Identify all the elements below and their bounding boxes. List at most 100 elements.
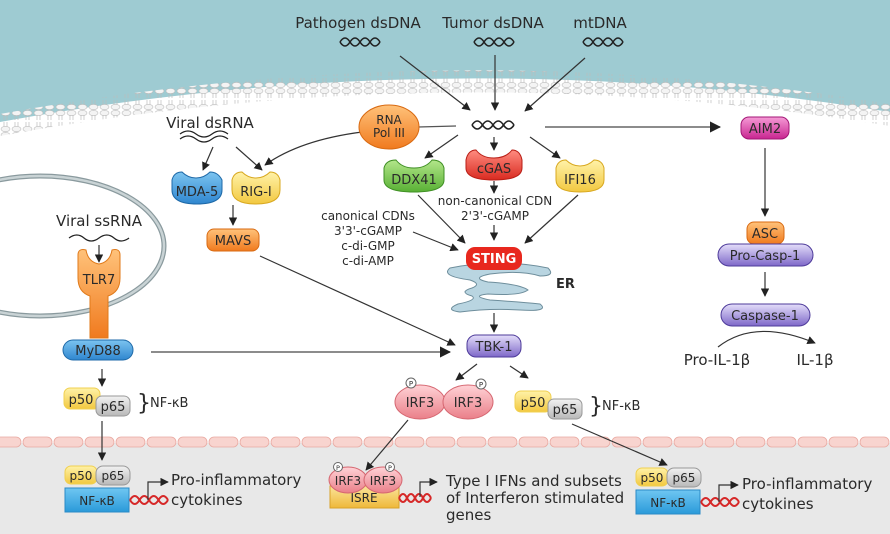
helix-strand — [471, 120, 515, 130]
p50-label: p50 — [70, 469, 93, 483]
p65 — [95, 465, 131, 486]
arrow — [509, 365, 529, 379]
isre-label: ISRE — [350, 491, 377, 505]
nuclear-pore-segment — [704, 436, 735, 448]
aim2-label: AIM2 — [749, 122, 781, 137]
ddx41-label: DDX41 — [391, 173, 436, 188]
nfkb-label: NF-κB — [150, 396, 188, 411]
phosphate-label: P — [409, 380, 413, 388]
arrow — [365, 419, 409, 471]
arrow — [417, 194, 466, 244]
ifn-output-label: Type I IFNs and subsets — [445, 472, 622, 490]
rna-wave-icon — [179, 135, 229, 143]
nuclear-pore-segment — [673, 436, 704, 448]
ifn-output-label: genes — [446, 506, 491, 524]
nuclear-pore-segment — [177, 436, 208, 448]
irf3-label: IRF3 — [454, 396, 483, 411]
nfkb-brace: } — [589, 394, 603, 419]
nuclear-membrane — [0, 436, 890, 448]
rna-wave-icon — [68, 234, 130, 242]
endosome — [0, 173, 167, 319]
nuclear-pore-segment — [828, 436, 859, 448]
phosphate-icon — [385, 462, 395, 472]
cgas — [465, 149, 523, 181]
irf3-label: IRF3 — [370, 474, 396, 488]
nuclear-pore-segment — [859, 436, 890, 448]
nuclear-pore-segment — [518, 436, 549, 448]
phosphate-label: P — [388, 464, 392, 472]
arrow — [202, 146, 214, 171]
asc-label: ASC — [752, 227, 778, 242]
endoplasmic-reticulum — [447, 262, 552, 313]
nuclear-pore-segment — [642, 436, 673, 448]
nfkb-brace: } — [137, 391, 151, 416]
nuclear-pore-segment — [363, 436, 394, 448]
nuclear-pore-segment — [766, 436, 797, 448]
il1b-label: IL-1β — [796, 351, 833, 369]
nuclear-pore-segment — [146, 436, 177, 448]
nuclear-pore-segment — [84, 436, 115, 448]
arrow — [524, 57, 586, 112]
p65-label: p65 — [101, 400, 126, 415]
ifi16 — [555, 159, 605, 193]
nfkb-box — [64, 487, 130, 513]
irf3 — [442, 384, 494, 420]
rna-pol-iii-label: Pol III — [373, 126, 405, 140]
nfkb-box-label: NF-κB — [79, 494, 115, 508]
arrow — [524, 194, 579, 244]
nuclear-pore-segment — [22, 436, 53, 448]
pro-casp1 — [717, 243, 814, 267]
mavs-label: MAVS — [215, 234, 251, 249]
p65-label: p65 — [673, 471, 696, 485]
nuclear-pore-segment — [394, 436, 425, 448]
tbk1 — [466, 334, 522, 358]
viral-dsrna-label: Viral dsRNA — [166, 114, 254, 132]
endosome — [0, 174, 166, 318]
ifn-output-label: of Interferon stimulated — [446, 489, 624, 507]
helix-strand — [339, 37, 381, 47]
nuclear-pore-segment — [456, 436, 487, 448]
cgamp-3-3-label: 3'3'-cGAMP — [334, 224, 402, 238]
caspase1 — [720, 303, 811, 327]
arrow — [717, 330, 816, 348]
nfkb-label: NF-κB — [602, 399, 640, 414]
ddx41 — [383, 159, 445, 193]
phosphate-icon — [405, 377, 417, 389]
mda5-label: MDA-5 — [176, 185, 219, 200]
tlr7-label: TLR7 — [82, 273, 116, 288]
pro-casp1-label: Pro-Casp-1 — [730, 249, 801, 264]
rig-i-label: RIG-I — [240, 185, 271, 200]
irf3-label: IRF3 — [406, 396, 435, 411]
nuclear-pore-segment — [487, 436, 518, 448]
tbk1-label: TBK-1 — [475, 340, 513, 355]
p65-label: p65 — [102, 469, 125, 483]
p50-label: p50 — [69, 393, 94, 408]
extracellular-space — [0, 0, 890, 122]
p65 — [547, 398, 583, 420]
cgamp-2-3-label: 2'3'-cGAMP — [461, 209, 529, 223]
ifi16-label: IFI16 — [564, 173, 596, 188]
nuclear-pore-segment — [0, 436, 22, 448]
cgas-label: cGAS — [477, 162, 511, 177]
nuclear-pore-segment — [611, 436, 642, 448]
rig-i — [231, 171, 281, 205]
phosphate-label: P — [479, 381, 483, 389]
phosphate-icon — [333, 462, 343, 472]
irf3 — [363, 466, 403, 494]
nuclear-pore-segment — [208, 436, 239, 448]
pro-inflammatory-label: Pro-inflammatory — [171, 471, 301, 489]
helix-strand — [398, 493, 432, 503]
sting — [466, 247, 522, 270]
nuclear-pore-segment — [301, 436, 332, 448]
dna-helix-icon — [398, 493, 432, 503]
arrow — [529, 136, 561, 159]
arrow — [455, 363, 478, 381]
cytokines-label: cytokines — [742, 495, 814, 513]
arrow — [424, 134, 459, 159]
p50-label: p50 — [521, 396, 546, 411]
nuclear-pore-segment — [115, 436, 146, 448]
rna-pol-iii — [358, 104, 420, 150]
transcription-arrow — [419, 477, 438, 497]
helix-strand — [129, 495, 169, 505]
